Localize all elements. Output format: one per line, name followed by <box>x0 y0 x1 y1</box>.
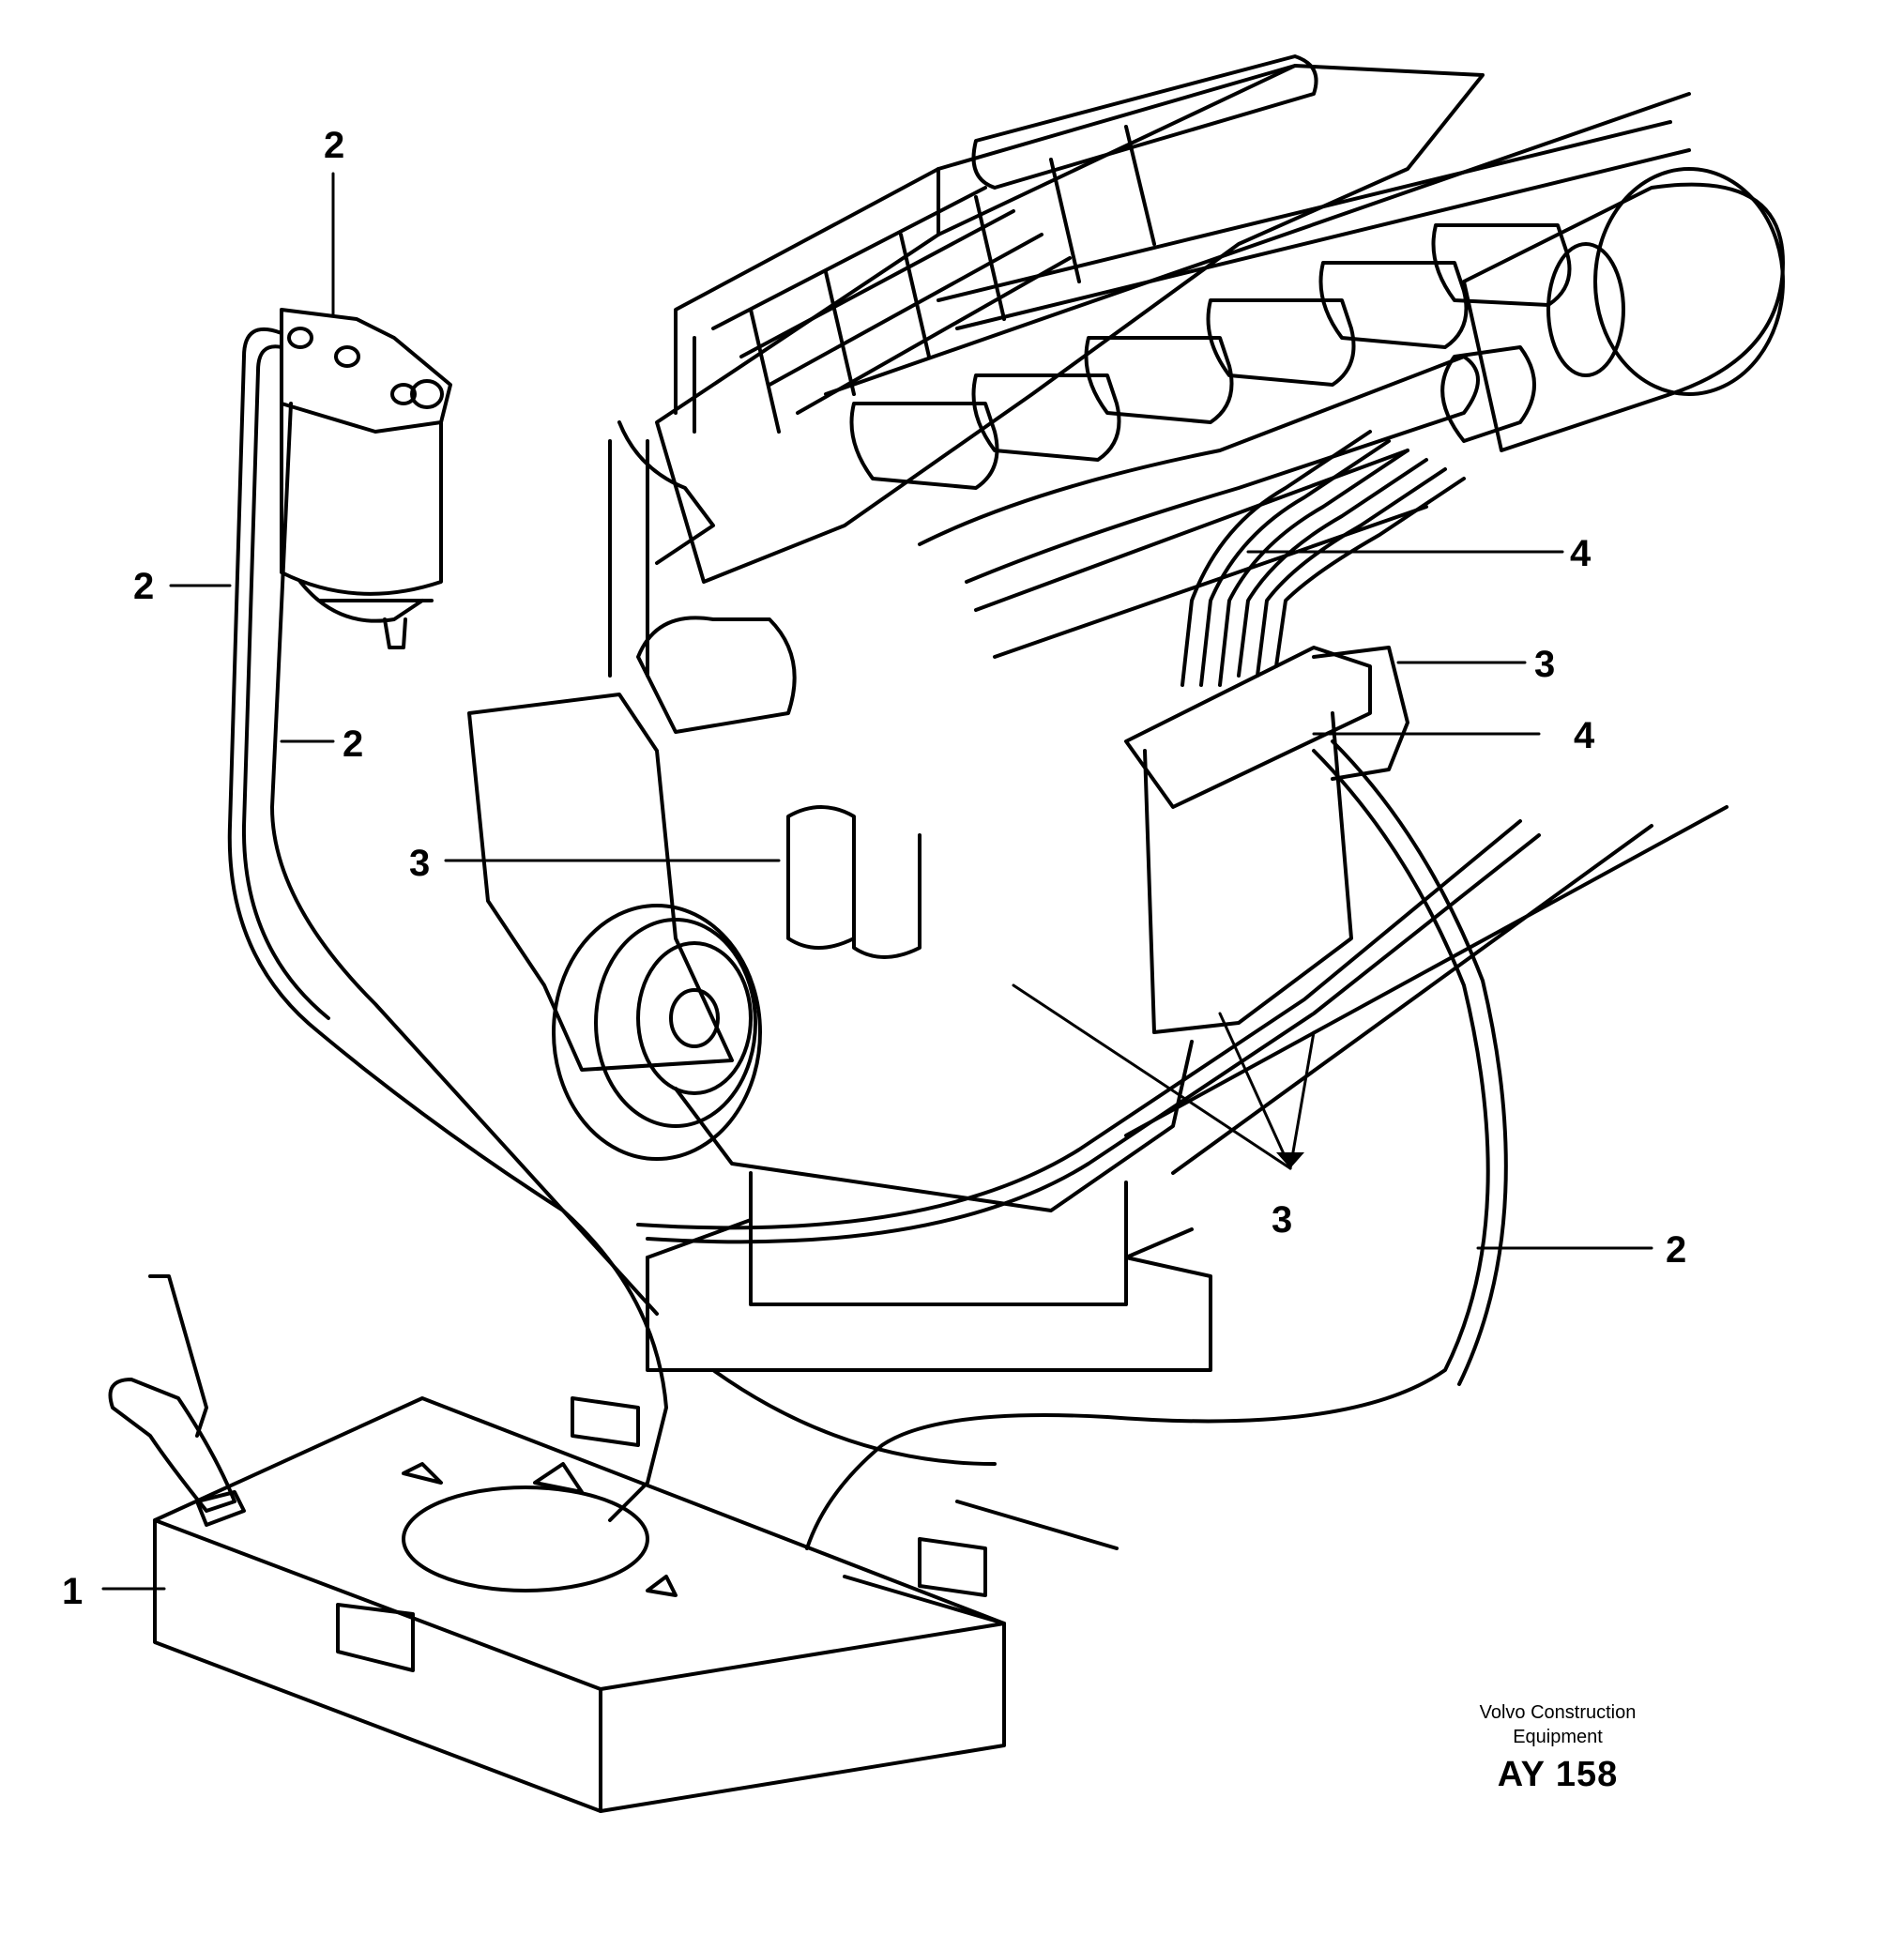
figure-code: AY 158 <box>1497 1755 1619 1794</box>
callout-3-pump: 3 <box>1534 644 1556 685</box>
leader-lines <box>101 172 1653 1591</box>
callout-4-injection-lines: 4 <box>1570 533 1592 574</box>
callout-2-top: 2 <box>324 125 345 166</box>
callout-2-left: 2 <box>133 566 155 607</box>
callout-2-return-line: 2 <box>1666 1229 1687 1271</box>
callout-3-oil-filter: 3 <box>409 843 431 884</box>
footer-company-line2: Equipment <box>1513 1727 1603 1747</box>
engine-block <box>467 54 1785 1550</box>
callout-2-filter-line: 2 <box>343 724 364 765</box>
callout-1-tank: 1 <box>62 1571 84 1612</box>
footer-company-line1: Volvo Construction <box>1479 1702 1637 1723</box>
arrowhead <box>1276 1152 1304 1168</box>
callout-4-pump: 4 <box>1574 715 1595 756</box>
fuel-lines <box>227 328 1541 1550</box>
fuel-filter <box>280 308 452 649</box>
callout-3-bottom: 3 <box>1272 1199 1293 1241</box>
injection-lines <box>1180 430 1466 687</box>
fuel-tank <box>108 1274 1006 1813</box>
